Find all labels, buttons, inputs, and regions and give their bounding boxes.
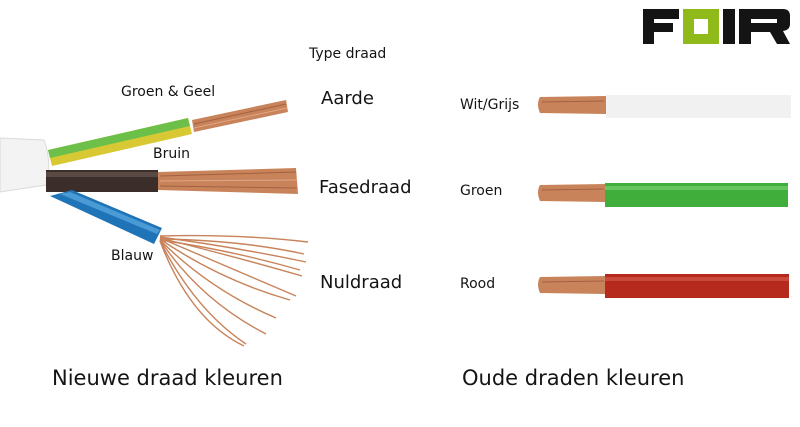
old-wire-red — [538, 274, 789, 298]
neutral-wire — [50, 190, 309, 347]
old-wire-green — [538, 183, 788, 207]
old-green-label: Groen — [460, 183, 503, 199]
old-wire-white — [538, 95, 791, 118]
earth-wire — [48, 100, 288, 166]
foir-logo — [643, 9, 790, 44]
old-white-label: Wit/Grijs — [460, 97, 520, 113]
type-header: Type draad — [309, 46, 387, 62]
old-red-label: Rood — [460, 276, 496, 292]
phase-type-label: Fasedraad — [319, 177, 412, 198]
logo-graphic — [643, 9, 790, 44]
earth-type-label: Aarde — [321, 88, 374, 109]
phase-wire — [46, 168, 298, 194]
phase-color-label: Bruin — [153, 146, 190, 162]
earth-color-label: Groen & Geel — [121, 84, 216, 100]
neutral-type-label: Nuldraad — [320, 272, 403, 293]
neutral-color-label: Blauw — [111, 248, 154, 264]
old-colors-caption: Oude draden kleuren — [462, 366, 685, 390]
new-colors-caption: Nieuwe draad kleuren — [52, 366, 283, 390]
